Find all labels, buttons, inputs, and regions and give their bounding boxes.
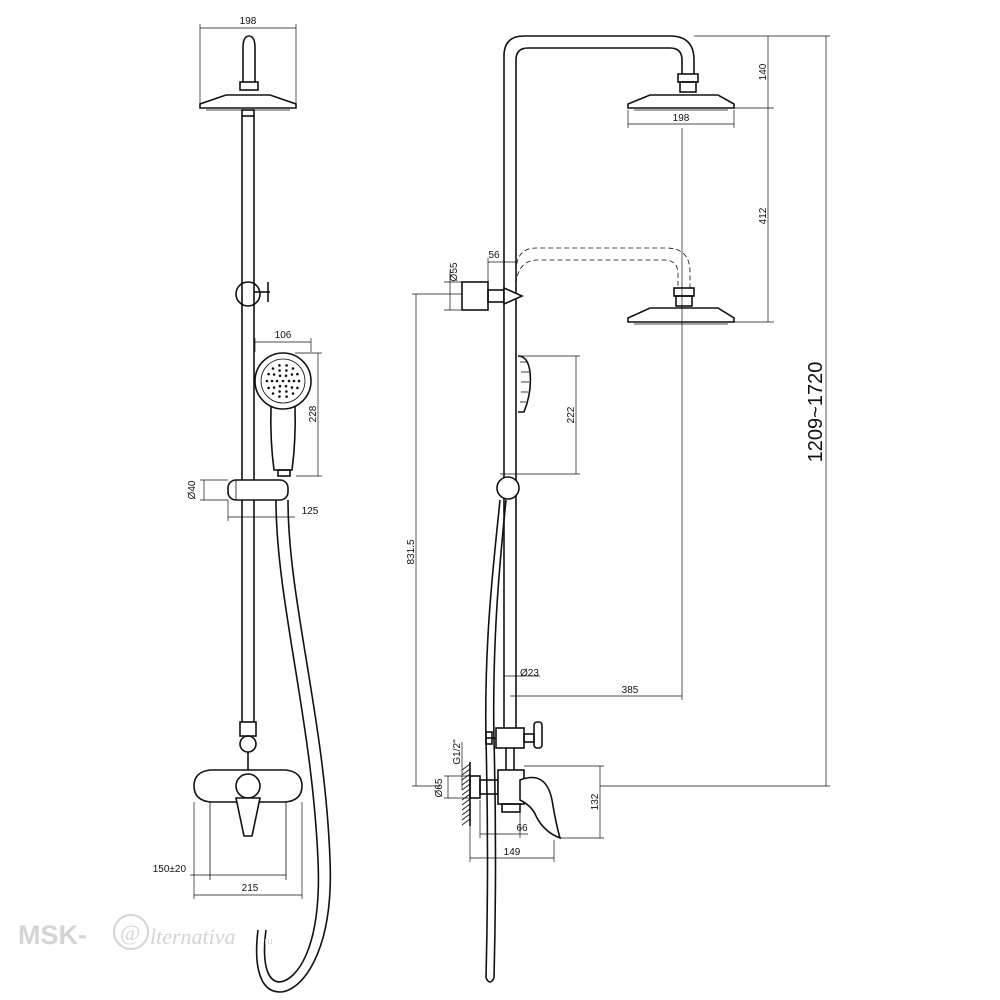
hatch-line xyxy=(461,808,471,816)
hatch-line xyxy=(461,783,471,791)
spray-hole xyxy=(278,384,282,388)
side-view: 140 198 412 1209~1720 Ø55 56 xyxy=(406,35,830,983)
front-slide-holder xyxy=(227,479,289,501)
hatch-line xyxy=(461,763,471,771)
side-dimensions: 140 198 412 1209~1720 Ø55 56 xyxy=(406,35,830,862)
front-mixer xyxy=(193,769,303,880)
spray-hole xyxy=(272,386,276,389)
dim-total-height: 1209~1720 xyxy=(805,362,827,463)
dim-slider-dia: Ø40 xyxy=(187,480,198,499)
dim-bracket-dia: Ø55 xyxy=(449,262,460,281)
dim-head-height: 140 xyxy=(758,63,769,80)
side-wall-bracket xyxy=(461,281,524,311)
watermark-logo: MSK- @ lternativa .ru xyxy=(18,914,273,950)
dim-spout-reach: 149 xyxy=(504,847,521,858)
spray-hole xyxy=(265,379,269,383)
hatch-line xyxy=(461,768,471,776)
front-riser-rail xyxy=(241,116,255,722)
dim-centers: 150±20 xyxy=(153,864,187,875)
dim-slider-offset: 125 xyxy=(302,506,319,517)
front-wall-bracket xyxy=(235,281,270,307)
hatch-line xyxy=(461,778,471,786)
spray-hole xyxy=(285,395,288,398)
spray-hole xyxy=(281,379,285,383)
spray-hole xyxy=(267,386,270,390)
side-arm-upper xyxy=(503,35,695,250)
spray-hole xyxy=(278,364,281,367)
side-mixer xyxy=(469,769,562,840)
spray-hole xyxy=(284,374,288,378)
dim-head-width-front: 198 xyxy=(240,16,257,27)
spray-hole xyxy=(272,373,276,376)
dim-hand-height: 228 xyxy=(308,405,319,422)
spray-hole xyxy=(270,379,274,383)
dim-mixer-depth: 66 xyxy=(516,823,528,834)
hatch-line xyxy=(461,793,471,801)
dim-head-reach: 385 xyxy=(622,685,639,696)
spray-hole xyxy=(271,367,275,370)
dim-pipe-dia: Ø23 xyxy=(520,668,539,679)
front-diverter xyxy=(239,721,257,770)
spray-hole xyxy=(275,379,279,383)
front-hand-shower xyxy=(254,352,312,477)
dim-mixer-width: 215 xyxy=(242,883,259,894)
front-view: 198 106 228 Ø40 125 150±20 215 xyxy=(153,16,332,993)
spray-hole xyxy=(296,386,299,390)
dim-bracket-height: 831.5 xyxy=(406,539,417,564)
spray-hole xyxy=(278,374,282,378)
front-overhead-shower xyxy=(199,35,297,117)
spray-hole xyxy=(271,392,275,395)
spray-holes xyxy=(265,364,301,398)
side-slider-knob xyxy=(496,476,520,500)
side-head-lower xyxy=(627,287,735,325)
hatch-line xyxy=(461,788,471,796)
dim-mixer-height: 132 xyxy=(590,793,601,810)
spray-hole xyxy=(290,386,294,389)
spray-hole xyxy=(296,372,299,376)
spray-hole xyxy=(278,369,281,372)
side-diverter xyxy=(485,721,543,770)
wall-hatching xyxy=(461,763,471,826)
watermark-name: lternativa xyxy=(150,924,236,949)
spray-hole xyxy=(292,379,296,383)
dim-thread: G1/2" xyxy=(452,739,463,765)
watermark-prefix: MSK- xyxy=(18,920,87,950)
spray-hole xyxy=(285,364,288,367)
dim-head-width-side: 198 xyxy=(673,113,690,124)
dim-hand-length: 222 xyxy=(566,406,577,423)
side-wall xyxy=(461,762,471,826)
spray-hole xyxy=(284,384,288,388)
hatch-line xyxy=(461,803,471,811)
spray-hole xyxy=(291,367,295,370)
dim-head-adjust: 412 xyxy=(758,207,769,224)
front-dimensions: 198 106 228 Ø40 125 150±20 215 xyxy=(153,16,322,899)
hatch-line xyxy=(461,773,471,781)
dim-hand-width: 106 xyxy=(275,330,292,341)
spray-hole xyxy=(287,379,291,383)
hatch-line xyxy=(461,813,471,821)
spray-hole xyxy=(278,395,281,398)
dim-bracket-offset: 56 xyxy=(488,250,500,261)
spray-hole xyxy=(297,379,301,383)
front-hose xyxy=(255,499,332,993)
side-arm-lower xyxy=(515,247,691,288)
spray-hole xyxy=(290,373,294,376)
hatch-line xyxy=(461,818,471,826)
spray-hole xyxy=(267,372,270,376)
spray-hole xyxy=(285,390,288,393)
side-hand-shower xyxy=(517,355,532,413)
spray-hole xyxy=(291,392,295,395)
spray-hole xyxy=(285,369,288,372)
dim-flange-dia: Ø65 xyxy=(434,778,445,797)
watermark-suffix: .ru xyxy=(262,936,273,946)
watermark-at: @ xyxy=(120,920,140,945)
spray-hole xyxy=(278,390,281,393)
side-head-upper xyxy=(627,73,735,111)
hatch-line xyxy=(461,798,471,806)
